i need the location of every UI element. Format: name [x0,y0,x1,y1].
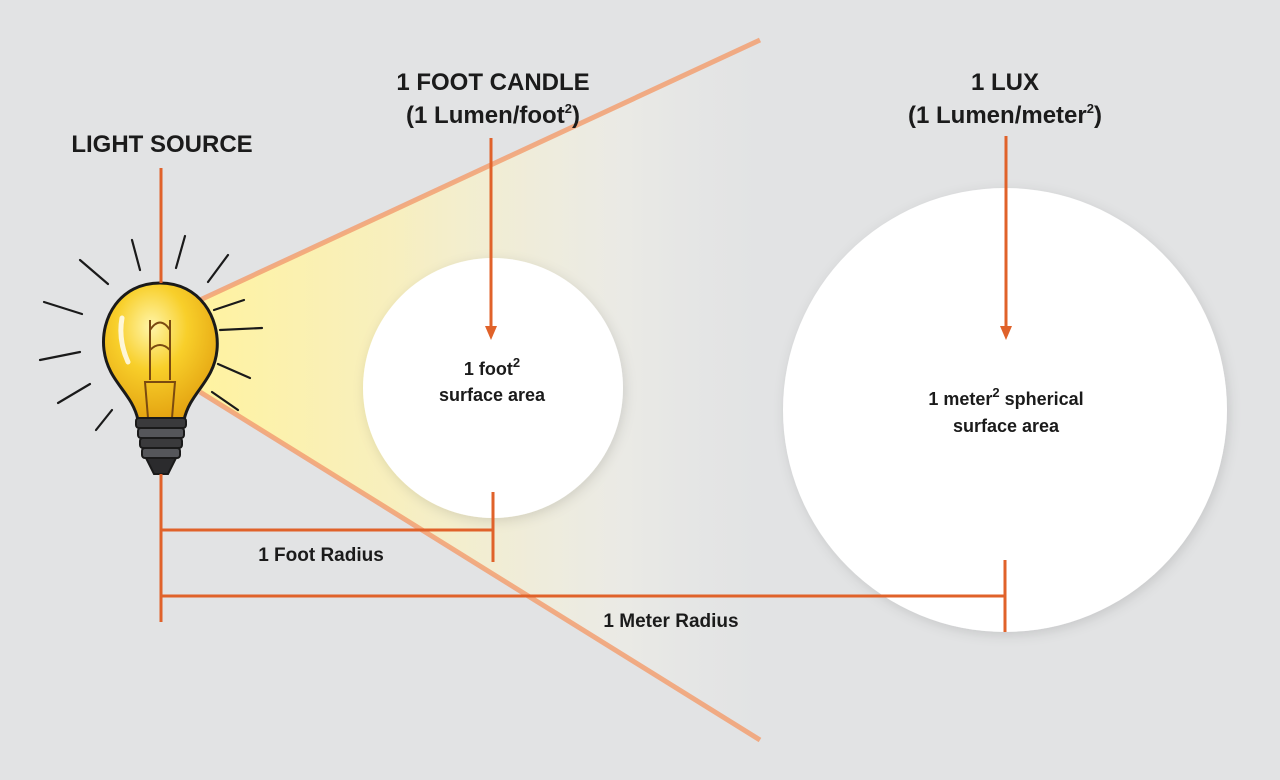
meter-radius-label: 1 Meter Radius [603,611,738,632]
foot-candle-unit: (1 Lumen/foot2) [406,101,580,129]
light-source-label: LIGHT SOURCE [71,131,252,158]
small-surface-circle [363,258,623,518]
beam-edge-top [198,37,762,303]
beam-edge-bottom [198,389,762,743]
small-circle-label-line2: surface area [439,385,546,405]
large-circle-label-line2: surface area [953,416,1060,436]
large-circle-label-line1: 1 meter2 spherical [928,385,1083,409]
lux-arrowhead [1000,326,1012,340]
small-circle-label-line1: 1 foot2 [464,355,520,379]
lux-title: 1 LUX [971,69,1039,96]
large-surface-circle [783,188,1227,632]
measurement-lines [159,136,1008,632]
foot-candle-title: 1 FOOT CANDLE [396,69,589,96]
foot-candle-arrowhead [485,326,497,340]
lux-unit: (1 Lumen/meter2) [908,101,1102,129]
light-bulb-icon [102,281,219,475]
light-rays [38,234,264,432]
foot-radius-label: 1 Foot Radius [258,545,384,566]
